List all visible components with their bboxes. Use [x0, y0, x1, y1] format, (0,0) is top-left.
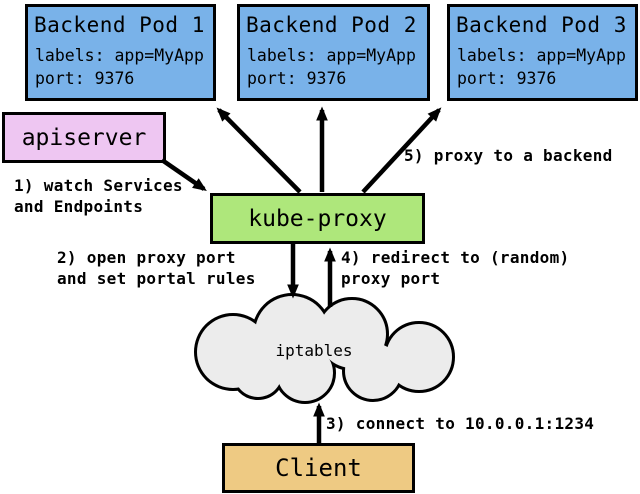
step5-proxy-backend-label: 5) proxy to a backend — [404, 146, 613, 165]
arrow-proxy-to-pod1 — [216, 107, 302, 194]
client-box: Client — [222, 443, 415, 493]
apiserver-label: apiserver — [21, 124, 147, 151]
client-label: Client — [275, 454, 362, 482]
pod-port: port: 9376 — [457, 68, 557, 88]
pod-labels: labels: app=MyApp — [457, 46, 626, 65]
pod-title: Backend Pod 2 — [246, 13, 417, 37]
iptables-label: iptables — [275, 341, 353, 360]
step4-redirect-label: 4) redirect to (random) proxy port — [341, 248, 570, 288]
step2-open-proxy-port-label: 2) open proxy port and set portal rules — [57, 248, 256, 288]
kube-proxy-label: kube-proxy — [248, 205, 387, 232]
backend-pod-3-box: Backend Pod 3 labels: app=MyApp port: 93… — [447, 4, 638, 101]
apiserver-box: apiserver — [2, 112, 166, 163]
backend-pod-1-box: Backend Pod 1 labels: app=MyApp port: 93… — [25, 4, 216, 101]
pod-port: port: 9376 — [247, 68, 347, 88]
pod-labels: labels: app=MyApp — [247, 46, 416, 65]
pod-port: port: 9376 — [35, 68, 135, 88]
step3-connect-label: 3) connect to 10.0.0.1:1234 — [326, 414, 595, 433]
kube-proxy-box: kube-proxy — [210, 193, 425, 244]
pod-labels: labels: app=MyApp — [35, 46, 204, 65]
backend-pod-2-box: Backend Pod 2 labels: app=MyApp port: 93… — [237, 4, 430, 101]
pod-title: Backend Pod 3 — [456, 13, 627, 37]
step1-watch-services-label: 1) watch Services and Endpoints — [14, 176, 183, 216]
pod-title: Backend Pod 1 — [34, 13, 205, 37]
